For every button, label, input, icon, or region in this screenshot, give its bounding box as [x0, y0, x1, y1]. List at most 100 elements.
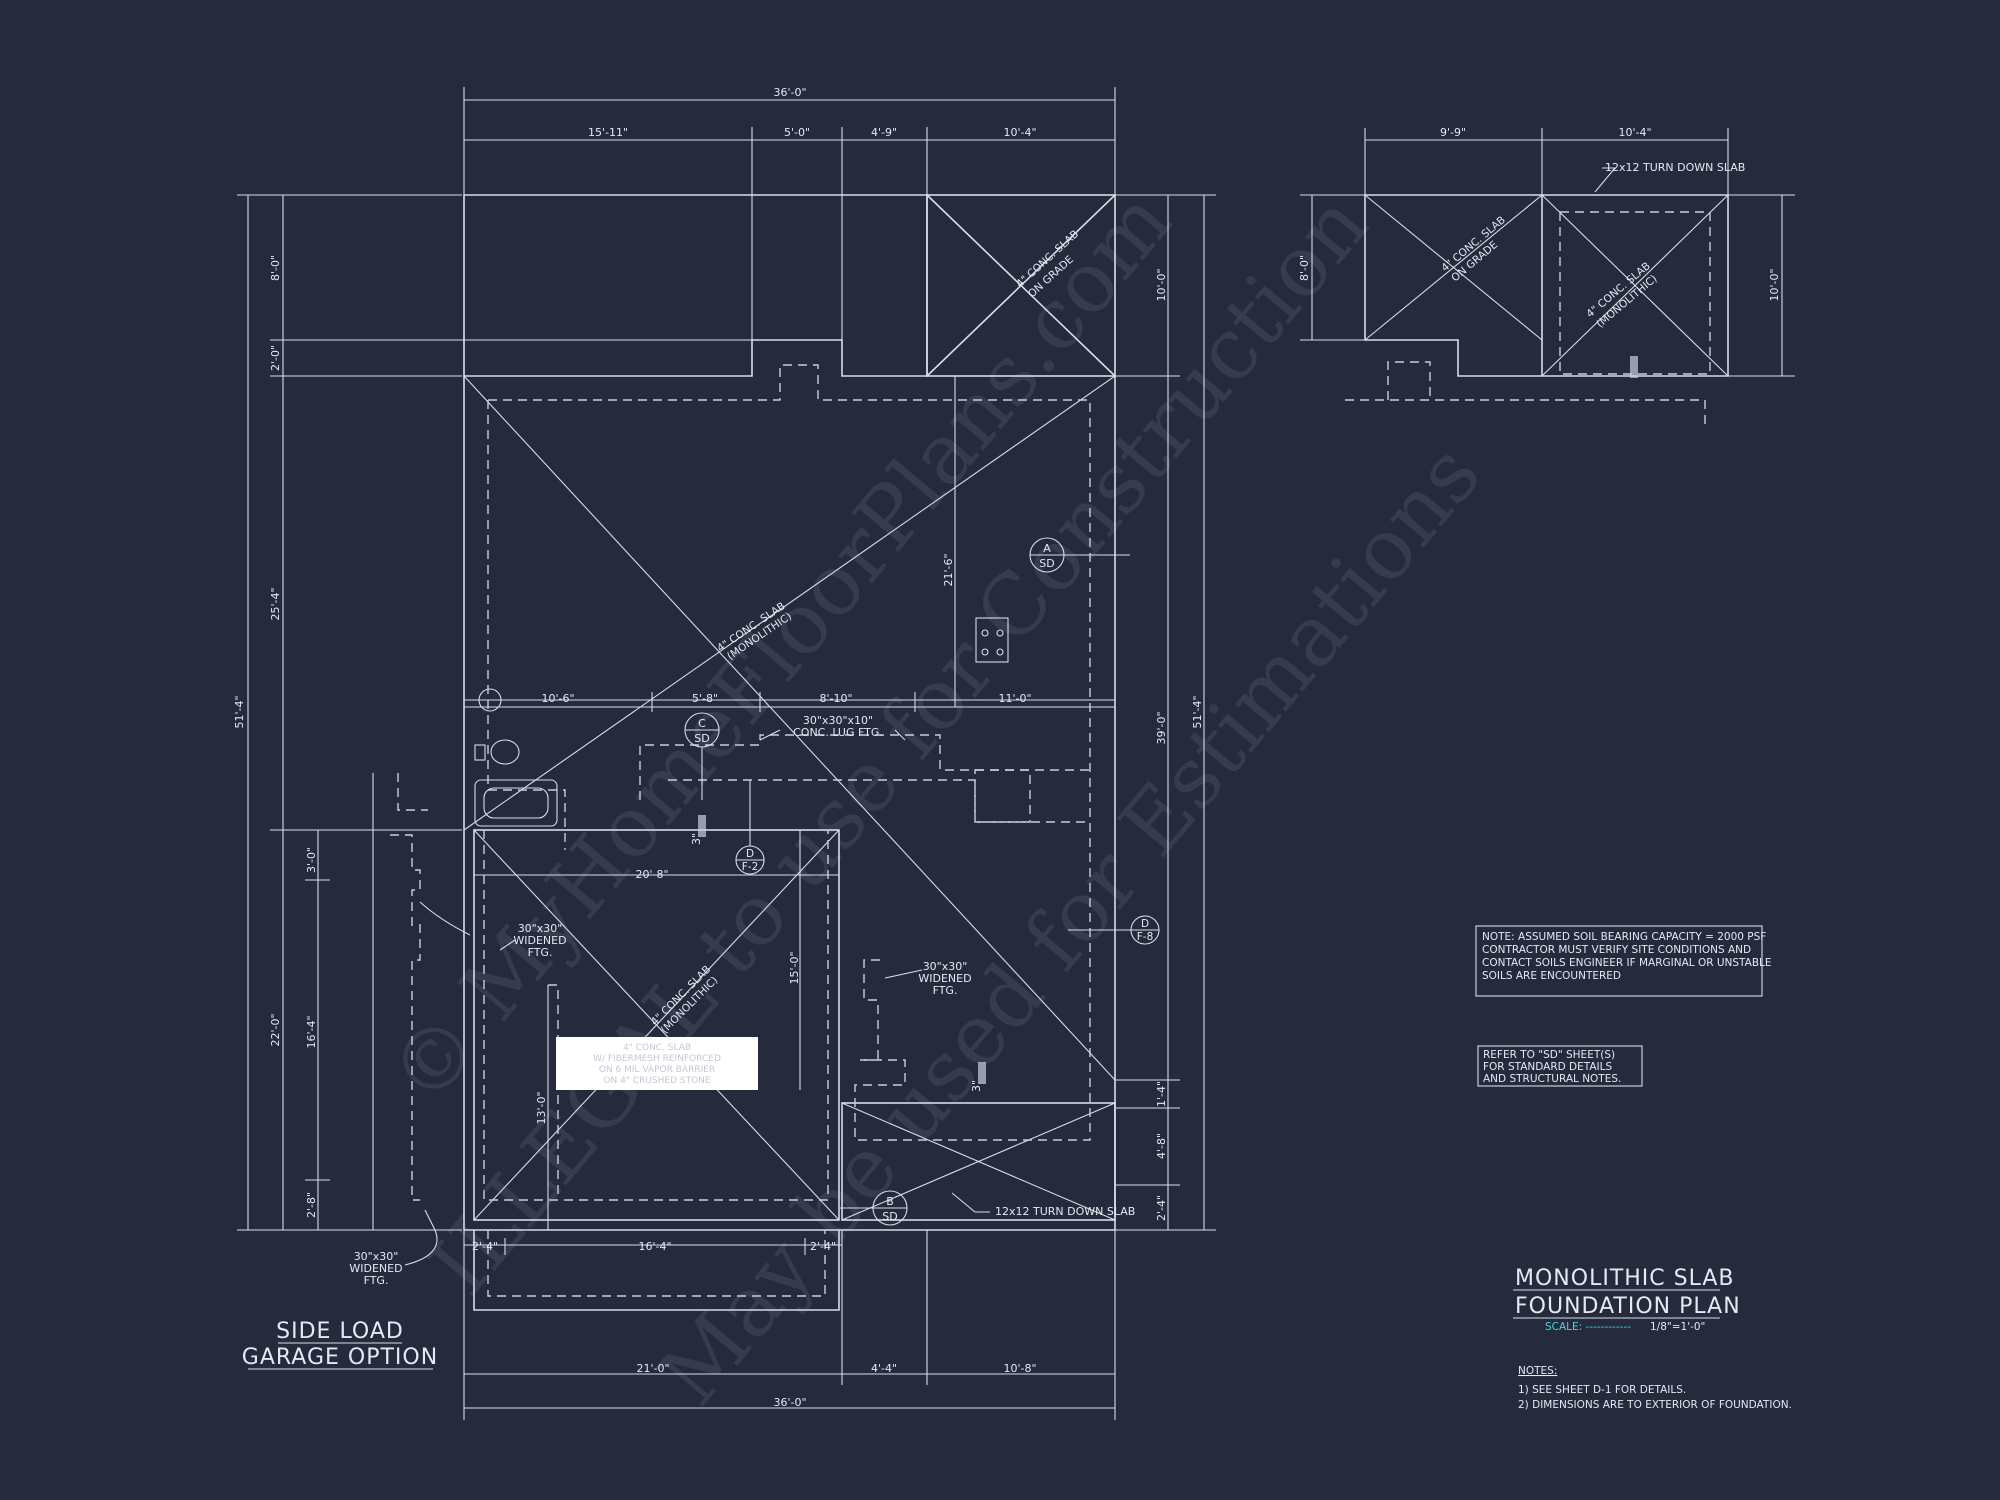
- dim-right-a: 1'-4": [1155, 1081, 1168, 1107]
- section-marker-d2: D F-8: [1068, 915, 1160, 945]
- side-dim-2: 2'-8": [305, 1192, 318, 1218]
- dim-int-d3: 8'-10": [819, 692, 852, 705]
- refer-note-box: REFER TO "SD" SHEET(S) FOR STANDARD DETA…: [1477, 1045, 1643, 1087]
- title-line-2: FOUNDATION PLAN: [1515, 1294, 1741, 1319]
- detail-callout: 12x12 TURN DOWN SLAB: [1605, 161, 1745, 174]
- dim-right-overall: 51'-4": [1191, 695, 1204, 728]
- footing-callouts: 30"x30"x10" CONC. LUG FTG. 30"x30" WIDEN…: [349, 714, 1135, 1287]
- garage-slab-note-line-4: ON 4" CRUSHED STONE: [603, 1076, 711, 1086]
- marker-d1-bottom: F-2: [742, 861, 759, 873]
- widened-a-2: WIDENED: [513, 934, 566, 947]
- garage-bottom-dim-3: 2'-4": [810, 1240, 836, 1253]
- dim-int-d2: 5'-8": [692, 692, 718, 705]
- notes-item-2: 2) DIMENSIONS ARE TO EXTERIOR OF FOUNDAT…: [1518, 1399, 1792, 1411]
- dim-garage-13: 13'-0": [535, 1091, 548, 1124]
- detail-plan: 9'-9" 10'-4" 8'-0" 10'-0" 12x12 TURN DOW…: [1298, 126, 1795, 425]
- soil-note-line-1: NOTE: ASSUMED SOIL BEARING CAPACITY = 20…: [1482, 931, 1766, 943]
- dim-right-c: 2'-4": [1155, 1195, 1168, 1221]
- soil-note-line-4: SOILS ARE ENCOUNTERED: [1482, 970, 1621, 982]
- widened-b-3: FTG.: [933, 984, 958, 997]
- soil-note-line-2: CONTRACTOR MUST VERIFY SITE CONDITIONS A…: [1482, 944, 1751, 956]
- title-block: MONOLITHIC SLAB FOUNDATION PLAN SCALE: -…: [1513, 1266, 1741, 1333]
- side-load-line-1: SIDE LOAD: [276, 1319, 404, 1344]
- dim-top-seg1: 15'-11": [588, 126, 628, 139]
- dim-bottom-seg1: 21'-0": [636, 1362, 669, 1375]
- detail-dim-w2: 10'-4": [1618, 126, 1651, 139]
- refer-note-line-1: REFER TO "SD" SHEET(S): [1483, 1049, 1615, 1061]
- garage-slab-note: 4" CONC. SLAB W/ FIBERMESH REINFORCED ON…: [556, 1037, 758, 1090]
- three-inch-label-2: 3": [970, 1080, 983, 1092]
- detail-dim-h-left: 8'-0": [1298, 255, 1311, 281]
- dim-top-seg2: 5'-0": [784, 126, 810, 139]
- soil-note-line-3: CONTACT SOILS ENGINEER IF MARGINAL OR UN…: [1482, 957, 1772, 969]
- turn-down-label: 12x12 TURN DOWN SLAB: [995, 1205, 1135, 1218]
- dim-int-d4: 11'-0": [998, 692, 1031, 705]
- right-dimensions: 51'-4" 10'-0" 39'-0" 1'-4" 4'-8" 2'-4": [1115, 194, 1216, 1231]
- marker-d1-top: D: [746, 848, 754, 860]
- detail-dim-w1: 9'-9": [1440, 126, 1466, 139]
- marker-b-bottom: SD: [882, 1210, 897, 1223]
- notes-item-1: 1) SEE SHEET D-1 FOR DETAILS.: [1518, 1384, 1686, 1396]
- notes-heading: NOTES:: [1518, 1365, 1557, 1377]
- dim-garage-depth: 15'-0": [788, 951, 801, 984]
- dim-left-mid: 25'-4": [269, 587, 282, 620]
- dim-right-b: 4'-8": [1155, 1133, 1168, 1159]
- garage-bottom-option: 2'-4" 16'-4" 2'-4": [464, 1230, 842, 1311]
- side-dim-16: 16'-4": [305, 1015, 318, 1048]
- bottom-dimensions: 21'-0" 4'-4" 10'-8" 36'-0": [463, 1230, 1116, 1420]
- section-markers: A SD C SD D F-2 D F-8 B: [684, 537, 1160, 1226]
- interior-dimensions: 10'-6" 5'-8" 8'-10" 11'-0" 21'-6" 20'-8"…: [464, 376, 1115, 1230]
- general-notes: NOTES: 1) SEE SHEET D-1 FOR DETAILS. 2) …: [1518, 1365, 1792, 1411]
- widened-c-3: FTG.: [364, 1274, 389, 1287]
- dim-bottom-overall: 36'-0": [773, 1396, 806, 1409]
- top-dimensions: 36'-0" 15'-11" 5'-0" 4'-9" 10'-4": [463, 86, 1116, 378]
- garage-slab-note-line-2: W/ FIBERMESH REINFORCED: [593, 1054, 721, 1064]
- dim-top-overall: 36'-0": [773, 86, 806, 99]
- foundation-outline: 3" 3": [463, 194, 1116, 1231]
- marker-a-top: A: [1043, 542, 1051, 555]
- marker-c-bottom: SD: [694, 732, 709, 745]
- dim-left-bottom: 22'-0": [269, 1013, 282, 1046]
- title-line-1: MONOLITHIC SLAB: [1515, 1266, 1735, 1291]
- section-marker-b: B SD: [840, 1190, 908, 1226]
- garage-slab-note-line-1: 4" CONC. SLAB: [623, 1043, 691, 1053]
- widened-c-1: 30"x30": [354, 1250, 399, 1263]
- refer-note-line-2: FOR STANDARD DETAILS: [1483, 1061, 1612, 1073]
- marker-c-top: C: [698, 717, 706, 730]
- scale-value: 1/8"=1'-0": [1650, 1321, 1705, 1333]
- dim-right-top: 10'-0": [1155, 268, 1168, 301]
- marker-d2-bottom: F-8: [1137, 931, 1154, 943]
- section-marker-c: C SD: [684, 712, 720, 800]
- widened-a-3: FTG.: [528, 946, 553, 959]
- detail-dim-h-right: 10'-0": [1768, 268, 1781, 301]
- lug-label-1: 30"x30"x10": [803, 714, 873, 727]
- dim-garage-width: 20'-8": [635, 868, 668, 881]
- dim-left-overall: 51'-4": [233, 695, 246, 728]
- watermark: © MyHomeFloorPlans.com ILLEGAL to use fo…: [370, 172, 1499, 1422]
- dim-left-gap: 2'-0": [269, 345, 282, 371]
- side-load-garage-option: 3'-0" 16'-4" 2'-8" SIDE LOAD GARAGE OPTI…: [242, 773, 438, 1370]
- dim-right-main: 39'-0": [1155, 711, 1168, 744]
- widened-c-2: WIDENED: [349, 1262, 402, 1275]
- widened-b-2: WIDENED: [918, 972, 971, 985]
- dim-bottom-seg2: 4'-4": [871, 1362, 897, 1375]
- garage-bottom-dim-1: 2'-4": [472, 1240, 498, 1253]
- dim-top-seg3: 4'-9": [871, 126, 897, 139]
- side-load-line-2: GARAGE OPTION: [242, 1345, 438, 1370]
- dim-top-seg4: 10'-4": [1003, 126, 1036, 139]
- marker-b-top: B: [886, 1195, 894, 1208]
- soil-note-box: NOTE: ASSUMED SOIL BEARING CAPACITY = 20…: [1475, 925, 1772, 997]
- widened-b-1: 30"x30": [923, 960, 968, 973]
- section-marker-d1: D F-2: [735, 780, 765, 875]
- three-inch-label-1: 3": [690, 833, 703, 845]
- garage-bottom-dim-2: 16'-4": [638, 1240, 671, 1253]
- dim-int-v1: 21'-6": [942, 553, 955, 586]
- side-dim-3: 3'-0": [305, 847, 318, 873]
- marker-a-bottom: SD: [1039, 557, 1054, 570]
- lug-label-2: CONC. LUG FTG.: [793, 726, 883, 739]
- marker-d2-top: D: [1141, 918, 1149, 930]
- dim-bottom-seg3: 10'-8": [1003, 1362, 1036, 1375]
- garage-slab-note-line-3: ON 6 MIL VAPOR BARRIER: [599, 1065, 715, 1075]
- scale-label: SCALE: ------------: [1545, 1321, 1631, 1333]
